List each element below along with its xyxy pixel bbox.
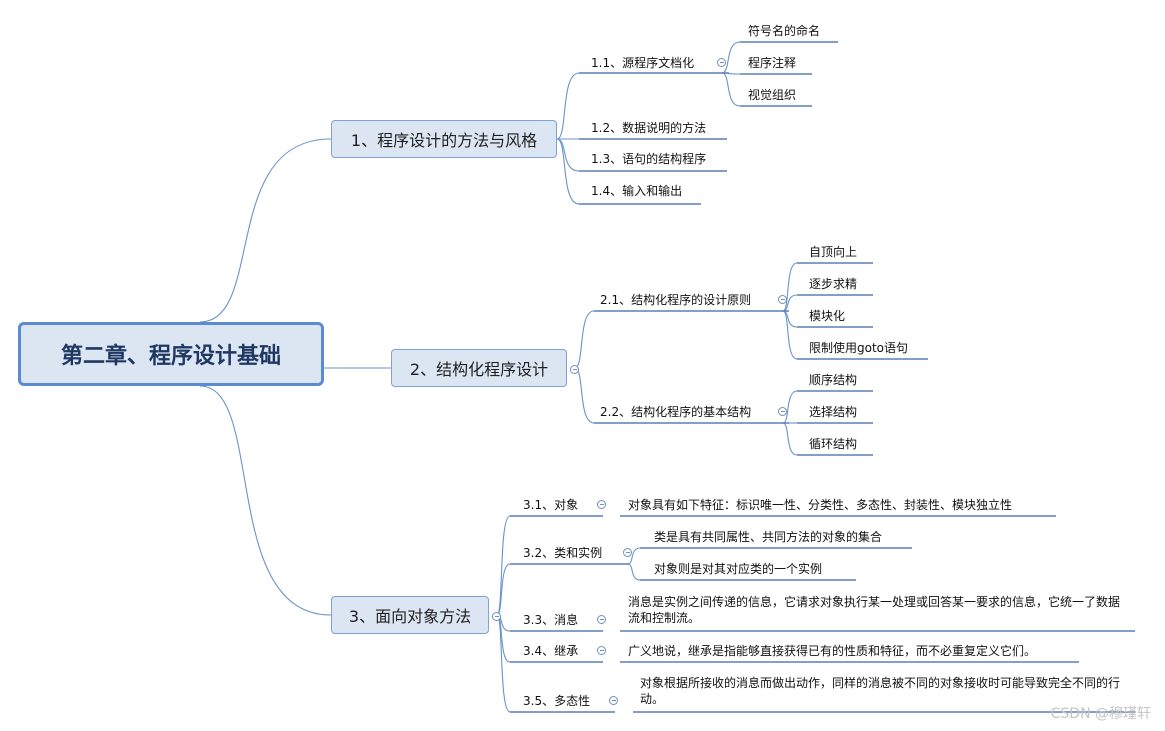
- connector-curve: [627, 547, 641, 565]
- subtopic-1-2[interactable]: 1.2、数据说明的方法: [591, 121, 707, 135]
- subtopic-1-4[interactable]: 1.4、输入和输出: [591, 184, 683, 198]
- leaf-topic[interactable]: 对象根据所接收的消息而做出动作，同样的消息被不同的对象接收时可能导致完全不同的行…: [640, 676, 1121, 706]
- subtopic-2-2[interactable]: 2.2、结构化程序的基本结构: [600, 405, 752, 419]
- branch-topic-3[interactable]: 3、面向对象方法: [331, 596, 489, 634]
- collapse-toggle-icon[interactable]: [570, 365, 579, 374]
- collapse-toggle-icon[interactable]: [597, 646, 606, 655]
- connector-curve: [574, 310, 595, 369]
- subtopic-3-4[interactable]: 3.4、继承: [523, 644, 579, 658]
- leaf-topic[interactable]: 逐步求精: [809, 277, 858, 291]
- collapse-toggle-icon[interactable]: [597, 615, 606, 624]
- leaf-topic[interactable]: 符号名的命名: [748, 24, 821, 38]
- connector-curve: [627, 563, 641, 581]
- subtopic-3-5[interactable]: 3.5、多态性: [523, 694, 591, 708]
- collapse-toggle-icon[interactable]: [597, 500, 606, 509]
- connector-curve: [496, 614, 511, 713]
- collapse-toggle-icon[interactable]: [609, 696, 618, 705]
- leaf-topic[interactable]: 对象则是对其对应类的一个实例: [654, 562, 823, 576]
- collapse-toggle-icon[interactable]: [778, 295, 787, 304]
- connector-curve: [496, 515, 511, 616]
- branch-topic-2[interactable]: 2、结构化程序设计: [391, 349, 567, 387]
- leaf-topic[interactable]: 循环结构: [809, 437, 858, 451]
- connector-curve: [556, 138, 580, 172]
- leaf-topic[interactable]: 程序注释: [748, 56, 797, 70]
- subtopic-3-1[interactable]: 3.1、对象: [523, 498, 579, 512]
- subtopic-1-3[interactable]: 1.3、语句的结构程序: [591, 152, 707, 166]
- collapse-toggle-icon[interactable]: [623, 548, 632, 557]
- connector-curve: [782, 422, 798, 456]
- connector-curve: [721, 41, 741, 74]
- branch-topic-1[interactable]: 1、程序设计的方法与风格: [331, 120, 557, 158]
- collapse-toggle-icon[interactable]: [492, 612, 501, 621]
- leaf-topic[interactable]: 广义地说，继承是指能够直接获得已有的性质和特征，而不必重复定义它们。: [628, 644, 1037, 658]
- connector-curve: [782, 390, 798, 424]
- leaf-topic[interactable]: 选择结构: [809, 405, 858, 419]
- leaf-topic[interactable]: 类是具有共同属性、共同方法的对象的集合: [654, 530, 883, 544]
- connector-curve: [574, 367, 595, 424]
- leaf-topic[interactable]: 视觉组织: [748, 88, 797, 102]
- watermark: CSDN @穆瑾轩: [1050, 706, 1151, 722]
- connector-curve: [782, 310, 798, 360]
- subtopic-2-1[interactable]: 2.1、结构化程序的设计原则: [600, 293, 752, 307]
- connector-curve: [199, 138, 332, 323]
- leaf-topic[interactable]: 限制使用goto语句: [809, 341, 909, 355]
- connector-curve: [782, 262, 798, 312]
- collapse-toggle-icon[interactable]: [717, 58, 726, 67]
- leaf-topic[interactable]: 对象具有如下特征：标识唯一性、分类性、多态性、封装性、模块独立性: [628, 498, 1013, 512]
- connector-curve: [721, 72, 741, 107]
- subtopic-1-1[interactable]: 1.1、源程序文档化: [591, 56, 695, 70]
- leaf-topic[interactable]: 自顶向上: [809, 245, 858, 259]
- leaf-topic[interactable]: 模块化: [809, 309, 846, 323]
- connector-curve: [199, 385, 332, 616]
- collapse-toggle-icon[interactable]: [778, 407, 787, 416]
- leaf-topic[interactable]: 顺序结构: [809, 373, 858, 387]
- subtopic-3-2[interactable]: 3.2、类和实例: [523, 546, 603, 560]
- root-topic[interactable]: 第二章、程序设计基础: [18, 322, 324, 386]
- subtopic-3-3[interactable]: 3.3、消息: [523, 613, 579, 627]
- leaf-topic[interactable]: 消息是实例之间传递的信息，它请求对象执行某一处理或回答某一要求的信息，它统一了数…: [628, 595, 1121, 625]
- connector-curve: [556, 138, 580, 205]
- connector-curve: [556, 72, 580, 140]
